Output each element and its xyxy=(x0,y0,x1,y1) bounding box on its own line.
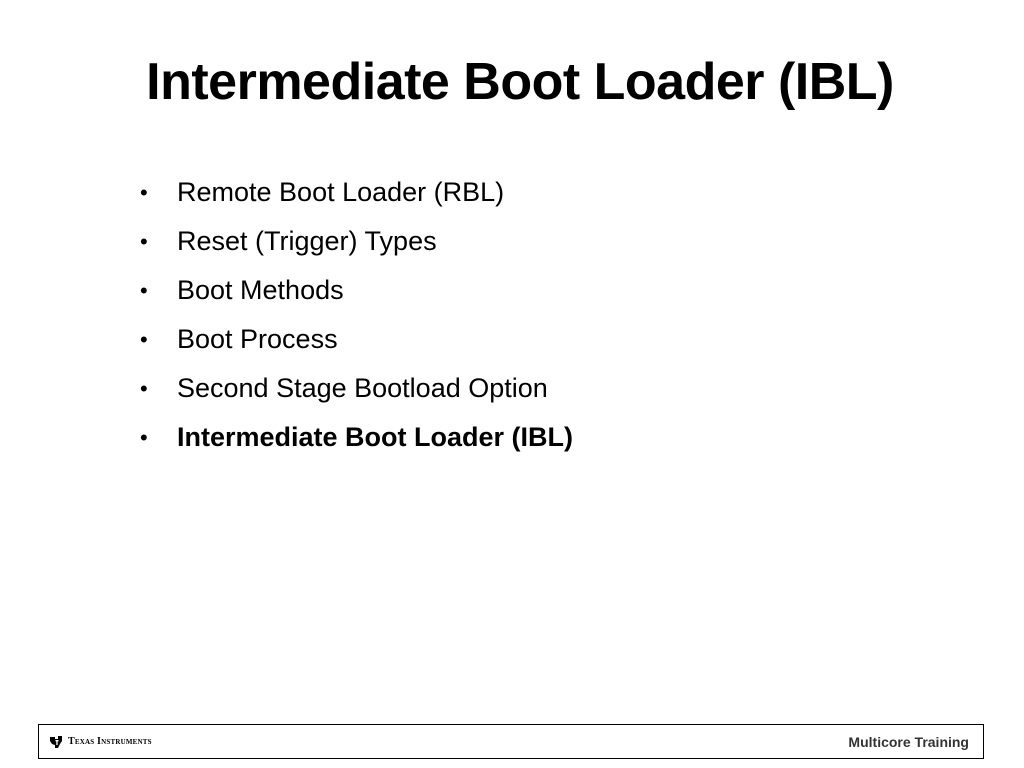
bullet-text: Remote Boot Loader (RBL) xyxy=(177,177,505,207)
bullet-text: Boot Methods xyxy=(177,275,344,305)
ti-logo-text: Texas Instruments xyxy=(68,736,152,747)
bullet-item: • Second Stage Bootload Option xyxy=(140,364,573,413)
bullet-text: Second Stage Bootload Option xyxy=(177,373,548,403)
bullet-dot-icon: • xyxy=(140,228,148,254)
bullet-dot-icon: • xyxy=(140,277,148,303)
bullet-list: • Remote Boot Loader (RBL) • Reset (Trig… xyxy=(140,168,573,462)
bullet-item: • Remote Boot Loader (RBL) xyxy=(140,168,573,217)
ti-logo: Texas Instruments xyxy=(49,735,152,749)
bullet-text: Boot Process xyxy=(177,324,338,354)
bullet-item: • Boot Methods xyxy=(140,266,573,315)
bullet-dot-icon: • xyxy=(140,179,148,205)
bullet-item: • Boot Process xyxy=(140,315,573,364)
bullet-item-current: • Intermediate Boot Loader (IBL) xyxy=(140,413,573,462)
bullet-text: Reset (Trigger) Types xyxy=(177,226,437,256)
texas-instruments-logo-icon xyxy=(50,735,62,748)
bullet-item: • Reset (Trigger) Types xyxy=(140,217,573,266)
slide-title: Intermediate Boot Loader (IBL) xyxy=(146,53,894,111)
bullet-text: Intermediate Boot Loader (IBL) xyxy=(177,422,574,452)
bullet-dot-icon: • xyxy=(140,375,148,401)
footer-course-label: Multicore Training xyxy=(848,733,969,750)
bullet-dot-icon: • xyxy=(140,326,148,352)
footer-bar: Texas Instruments Multicore Training xyxy=(38,724,984,759)
bullet-dot-icon: • xyxy=(140,424,148,450)
